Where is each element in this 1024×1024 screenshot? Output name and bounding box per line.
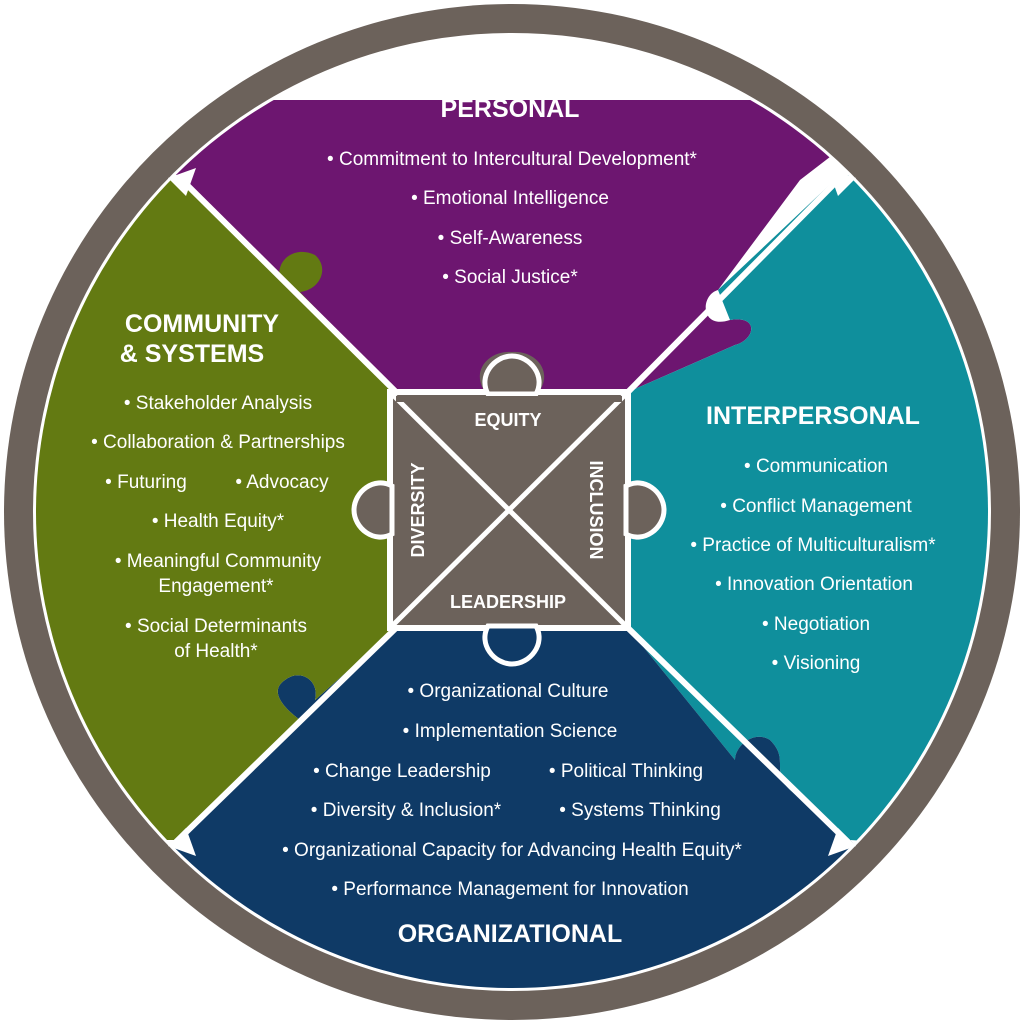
- organizational-quadrant: [36, 628, 988, 988]
- personal-item: • Self-Awareness: [438, 228, 583, 249]
- quadrant-dividers: [173, 175, 851, 845]
- interpersonal-title: INTERPERSONAL: [706, 402, 920, 430]
- organizational-item: • Systems Thinking: [559, 800, 721, 821]
- interpersonal-item: • Conflict Management: [720, 496, 912, 517]
- organizational-title: ORGANIZATIONAL: [398, 920, 623, 948]
- personal-title: PERSONAL: [441, 95, 580, 123]
- arrow-bottom-right-icon: [828, 828, 856, 856]
- organizational-item: • Implementation Science: [403, 721, 618, 742]
- community-item: • Meaningful Community: [115, 551, 322, 572]
- community-item: • Health Equity*: [152, 511, 285, 532]
- community-item: Engagement*: [158, 576, 274, 597]
- hub-knob-top: [482, 353, 542, 397]
- arrow-bottom-left-icon: [168, 828, 196, 856]
- organizational-item: • Diversity & Inclusion*: [311, 800, 502, 821]
- organizational-item: • Organizational Capacity for Advancing …: [282, 840, 742, 861]
- arrow-top-left-icon: [168, 168, 196, 196]
- hub-label-equity: EQUITY: [474, 410, 541, 430]
- hub-label-inclusion: INCLUSION: [586, 461, 606, 560]
- community-item: • Advocacy: [235, 472, 329, 493]
- community-item: • Social Determinants: [125, 616, 307, 637]
- personal-item: • Emotional Intelligence: [411, 188, 609, 209]
- ring-arrows: [168, 168, 856, 856]
- personal-item: • Social Justice*: [442, 267, 578, 288]
- arrow-top-right-icon: [828, 168, 856, 196]
- hub-knob-left: [351, 480, 395, 540]
- interpersonal-item: • Communication: [744, 456, 888, 477]
- community-item: of Health*: [174, 641, 258, 662]
- community-title-line2: & SYSTEMS: [120, 340, 264, 368]
- interpersonal-quadrant: [628, 175, 988, 850]
- hub-knob-right: [623, 480, 667, 540]
- organizational-item: • Political Thinking: [549, 761, 703, 782]
- interpersonal-item: • Negotiation: [762, 614, 870, 635]
- interpersonal-item: • Innovation Orientation: [715, 574, 913, 595]
- center-hub: [351, 353, 667, 667]
- hub-label-leadership: LEADERSHIP: [450, 592, 566, 612]
- community-item: • Stakeholder Analysis: [124, 393, 312, 414]
- organizational-item: • Performance Management for Innovation: [331, 879, 688, 900]
- personal-item: • Commitment to Intercultural Developmen…: [327, 149, 698, 170]
- interpersonal-item: • Practice of Multiculturalism*: [690, 535, 936, 556]
- interpersonal-item: • Visioning: [772, 653, 861, 674]
- hub-label-diversity: DIVERSITY: [408, 462, 428, 557]
- organizational-item: • Organizational Culture: [408, 681, 609, 702]
- hub-knob-bottom: [482, 623, 542, 667]
- organizational-item: • Change Leadership: [313, 761, 491, 782]
- community-item: • Collaboration & Partnerships: [91, 432, 345, 453]
- community-quadrant: [36, 175, 396, 840]
- personal-quadrant: [120, 100, 904, 392]
- community-title-line1: COMMUNITY: [125, 310, 279, 338]
- community-item: • Futuring: [105, 472, 187, 493]
